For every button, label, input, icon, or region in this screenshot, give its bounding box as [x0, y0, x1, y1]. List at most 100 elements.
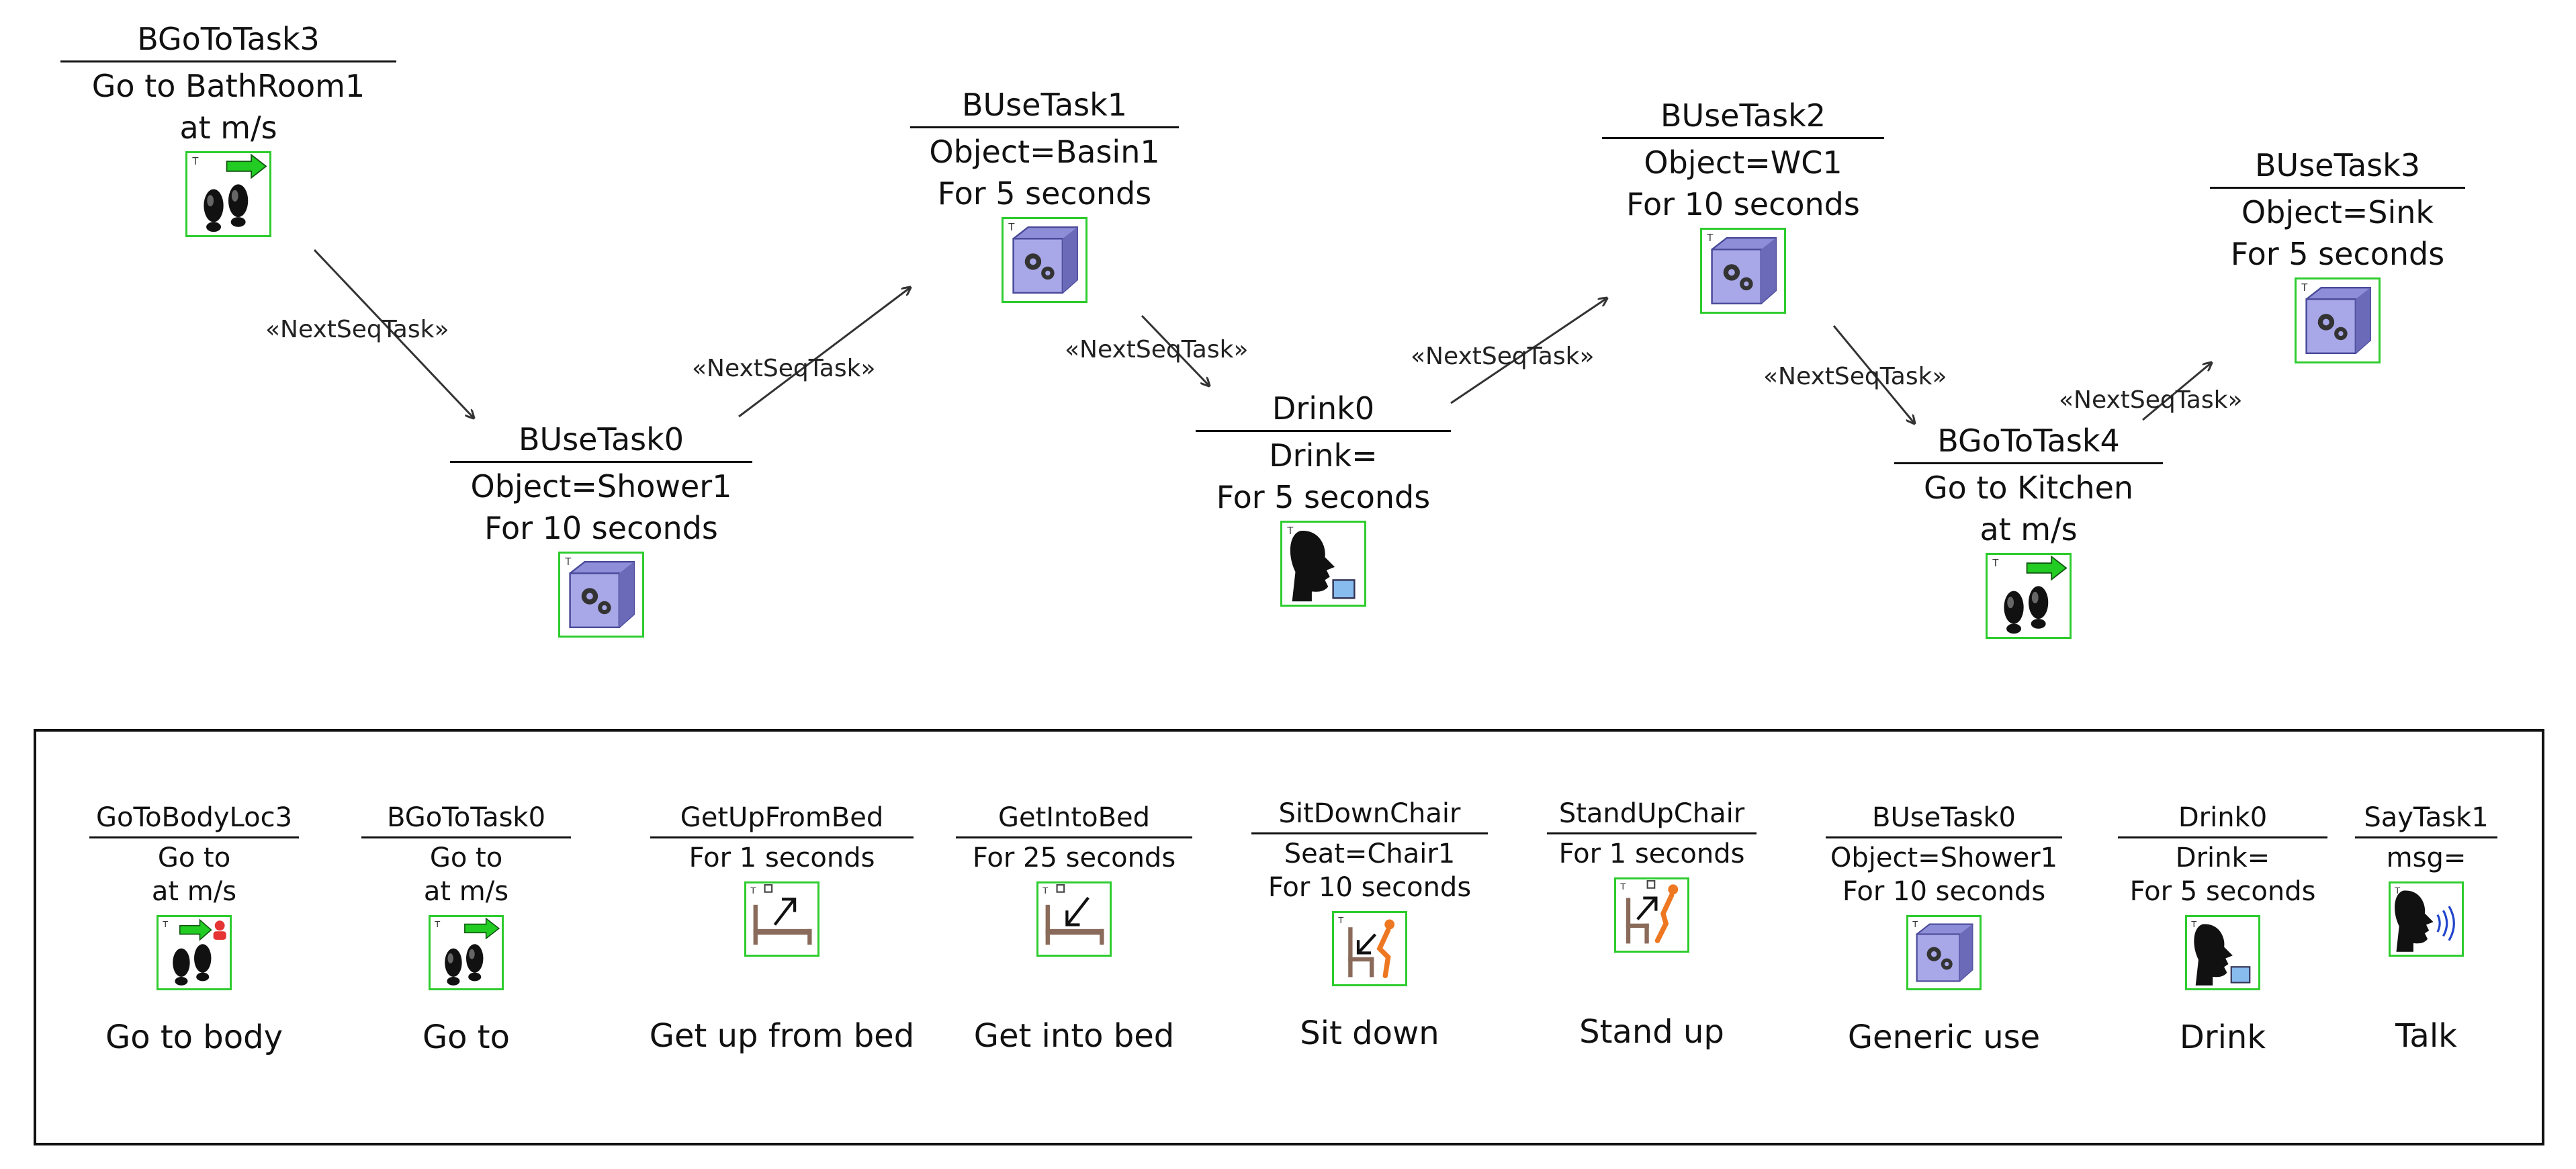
legend-title: GetIntoBed — [997, 802, 1151, 833]
generic-use-icon: T — [2295, 277, 2381, 363]
svg-text:T: T — [1706, 232, 1713, 244]
task-node-busetask3[interactable]: BUseTask3 Object=Sink For 5 seconds T — [2210, 145, 2465, 366]
edge-label: «NextSeqTask» — [265, 316, 449, 343]
legend-caption: Get up from bed — [649, 1017, 915, 1055]
legend-panel: GoToBodyLoc3 Go to at m/s T Go to body B… — [34, 729, 2544, 1145]
task-node-busetask2[interactable]: BUseTask2 Object=WC1 For 10 seconds T — [1602, 95, 1884, 316]
task-title: Drink0 — [1272, 390, 1375, 427]
svg-text:T: T — [2394, 885, 2400, 896]
title-separator — [60, 60, 396, 62]
legend-item-go-to[interactable]: BGoToTask0 Go to at m/s T Go to — [352, 800, 580, 1056]
svg-text:T: T — [750, 885, 756, 896]
edge-label: «NextSeqTask» — [692, 355, 876, 382]
legend-item-generic-use[interactable]: BUseTask0 Object=Shower1 For 10 seconds … — [1816, 800, 2072, 1056]
task-detail: Drink= — [1269, 437, 1378, 474]
edge-use1-to-drink0 — [1141, 314, 1209, 386]
task-detail: Object=Basin1 — [929, 134, 1160, 170]
legend-caption: Get into bed — [973, 1017, 1175, 1055]
edge-label: «NextSeqTask» — [2059, 386, 2243, 414]
task-detail: at m/s — [1980, 511, 2078, 548]
legend-caption: Stand up — [1579, 1013, 1724, 1051]
edge-goto4-to-use3 — [2142, 363, 2211, 421]
title-separator — [2355, 836, 2497, 838]
task-node-bgototask3[interactable]: BGoToTask3 Go to BathRoom1 at m/s T — [60, 19, 396, 240]
legend-item-get-into-bed[interactable]: GetIntoBed For 25 seconds T Get into bed — [946, 800, 1202, 1055]
title-separator — [1894, 462, 2163, 464]
task-title: BGoToTask3 — [137, 21, 320, 57]
title-separator — [361, 836, 571, 838]
task-detail: For 10 seconds — [484, 510, 718, 546]
legend-detail: Drink= — [2175, 842, 2270, 873]
title-separator — [1251, 832, 1488, 834]
legend-detail: For 10 seconds — [1268, 872, 1472, 903]
legend-detail: For 5 seconds — [2129, 876, 2316, 907]
legend-title: GoToBodyLoc3 — [95, 802, 293, 833]
legend-title: SitDownChair — [1278, 798, 1461, 829]
svg-text:T: T — [1337, 915, 1343, 925]
stand-up-icon: T — [1614, 877, 1689, 953]
legend-title: StandUpChair — [1558, 798, 1745, 829]
legend-item-stand-up[interactable]: StandUpChair For 1 seconds T Stand up — [1538, 796, 1766, 1051]
title-separator — [2210, 187, 2465, 189]
legend-detail: Object=Shower1 — [1830, 842, 2058, 873]
title-separator — [450, 461, 752, 463]
task-node-busetask0[interactable]: BUseTask0 Object=Shower1 For 10 seconds … — [450, 419, 752, 640]
task-title: BUseTask1 — [961, 87, 1128, 123]
task-detail: Go to Kitchen — [1923, 470, 2134, 506]
title-separator — [650, 836, 914, 838]
svg-text:T: T — [162, 919, 168, 929]
walk-icon: T — [1986, 553, 2072, 639]
edge-drink0-to-use2 — [1450, 298, 1607, 404]
svg-text:T: T — [1286, 525, 1293, 537]
legend-title: GetUpFromBed — [680, 802, 884, 833]
svg-text:T: T — [434, 919, 440, 929]
legend-caption: Talk — [2395, 1017, 2457, 1055]
go-to-body-icon: T — [157, 915, 232, 990]
svg-text:T: T — [1619, 881, 1626, 892]
task-node-bgototask4[interactable]: BGoToTask4 Go to Kitchen at m/s T — [1894, 421, 2163, 642]
legend-item-drink[interactable]: Drink0 Drink= For 5 seconds T Drink — [2108, 800, 2337, 1056]
svg-text:T: T — [1042, 885, 1048, 896]
legend-title: SayTask1 — [2364, 802, 2489, 833]
legend-item-talk[interactable]: SayTask1 msg= T Talk — [2346, 800, 2507, 1055]
legend-caption: Go to body — [105, 1019, 283, 1056]
task-node-drink0[interactable]: Drink0 Drink= For 5 seconds T — [1196, 388, 1451, 609]
legend-item-go-to-body[interactable]: GoToBodyLoc3 Go to at m/s T Go to body — [80, 800, 308, 1056]
drink-icon: T — [2185, 915, 2260, 990]
legend-detail: Go to — [429, 842, 503, 873]
generic-use-icon: T — [1002, 217, 1087, 303]
legend-detail: Seat=Chair1 — [1284, 838, 1456, 869]
task-node-busetask1[interactable]: BUseTask1 Object=Basin1 For 5 seconds T — [910, 85, 1179, 306]
svg-text:T: T — [2301, 282, 2307, 294]
svg-text:T: T — [564, 556, 571, 568]
edge-label: «NextSeqTask» — [1763, 363, 1947, 390]
task-title: BUseTask3 — [2254, 147, 2421, 183]
svg-text:T: T — [1992, 558, 1998, 569]
task-title: BUseTask0 — [518, 421, 684, 458]
title-separator — [1196, 430, 1451, 432]
legend-item-sit-down[interactable]: SitDownChair Seat=Chair1 For 10 seconds … — [1242, 796, 1497, 1052]
legend-detail: For 1 seconds — [689, 842, 875, 873]
legend-detail: For 25 seconds — [972, 842, 1176, 873]
talk-icon: T — [2389, 881, 2464, 957]
svg-text:T: T — [2190, 919, 2196, 929]
task-detail: Go to BathRoom1 — [91, 68, 365, 104]
generic-use-icon: T — [1906, 915, 1982, 990]
edge-label: «NextSeqTask» — [1065, 336, 1249, 363]
title-separator — [1826, 836, 2062, 838]
legend-detail: For 1 seconds — [1558, 838, 1745, 869]
svg-text:T: T — [191, 156, 198, 167]
edge-use0-to-use1 — [738, 288, 910, 418]
legend-caption: Drink — [2179, 1019, 2266, 1056]
bed-down-icon: T — [1036, 881, 1112, 957]
task-title: BUseTask2 — [1660, 97, 1826, 134]
legend-item-get-up-from-bed[interactable]: GetUpFromBed For 1 seconds T Get up from… — [641, 800, 923, 1055]
svg-text:T: T — [1008, 222, 1014, 233]
task-detail: Object=Shower1 — [470, 468, 732, 505]
legend-caption: Sit down — [1300, 1014, 1439, 1052]
generic-use-icon: T — [1700, 228, 1786, 314]
title-separator — [956, 836, 1192, 838]
task-detail: Object=WC1 — [1644, 144, 1842, 181]
legend-detail: msg= — [2386, 842, 2467, 873]
